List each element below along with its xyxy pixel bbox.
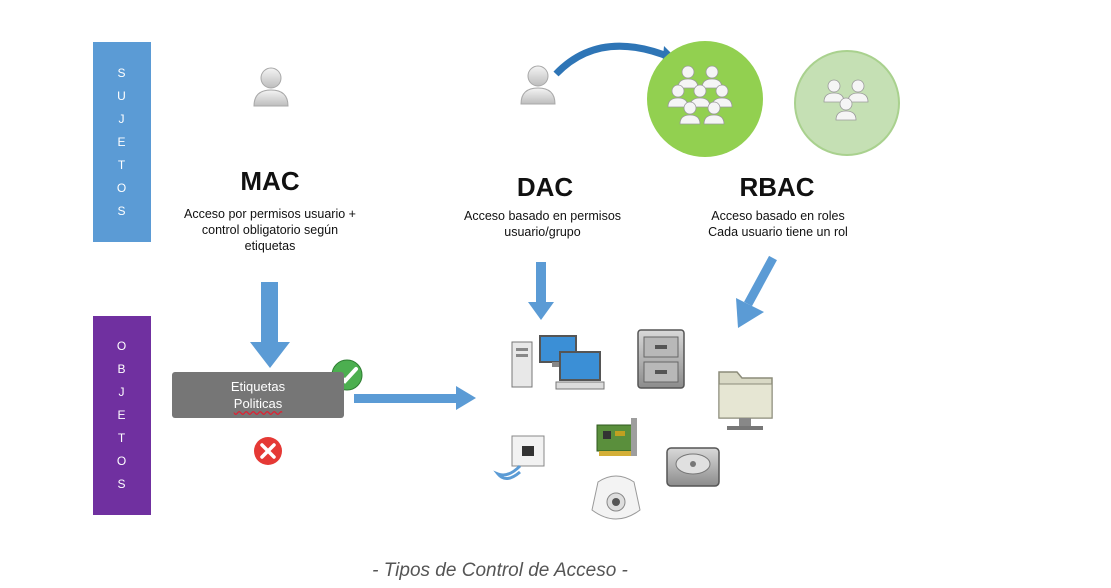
rbac-title: RBAC [739, 172, 815, 202]
dac-user-icon [520, 65, 556, 105]
politicas-label: Politicas [233, 396, 283, 411]
objetos-letter: O [116, 339, 128, 353]
file-cabinet-icon [637, 329, 685, 389]
objetos-letter: S [117, 477, 127, 491]
mac-down-arrow [250, 282, 290, 368]
etiquetas-box: Etiquetas Politicas [172, 372, 344, 418]
sujetos-bar: S U J E T O S [93, 42, 151, 242]
objetos-letter: T [117, 431, 127, 445]
rbac-description: Acceso basado en roles Cada usuario tien… [678, 208, 878, 240]
etiquetas-label: Etiquetas [230, 379, 286, 394]
hard-drive-icon [666, 447, 720, 487]
group-icon [794, 50, 900, 156]
sujetos-letter: T [117, 157, 127, 172]
rbac-diagonal-arrow [736, 255, 777, 328]
group-icon [647, 41, 763, 157]
right-arrow [354, 386, 476, 410]
sujetos-letter: E [117, 134, 127, 149]
sujetos-letter: S [117, 203, 127, 218]
sujetos-letter: U [117, 88, 127, 103]
dac-down-arrow [528, 262, 554, 320]
mac-title: MAC [240, 166, 300, 196]
caption: - Tipos de Control de Acceso - [372, 560, 628, 581]
sujetos-letter: J [118, 111, 126, 126]
mac-desc-line: Acceso por permisos usuario + [184, 207, 356, 221]
objetos-letter: J [118, 385, 126, 399]
sujetos-letter: O [116, 180, 128, 195]
server-computers-icon [511, 335, 605, 390]
dac-description: Acceso basado en permisos usuario/grupo [440, 208, 645, 240]
dac-desc-line: Acceso basado en permisos [463, 209, 622, 223]
network-port-icon [493, 435, 545, 480]
webcam-icon [591, 475, 641, 520]
objetos-letter: B [117, 362, 127, 376]
objetos-letter: E [117, 408, 127, 422]
rbac-desc-line: Cada usuario tiene un rol [708, 225, 848, 239]
rbac-desc-line: Acceso basado en roles [711, 209, 845, 223]
mac-desc-line: control obligatorio según [201, 223, 339, 237]
objetos-bar: O B J E T O S [93, 316, 151, 515]
objetos-letter: O [116, 454, 128, 468]
mac-user-icon [253, 67, 289, 107]
network-card-icon [596, 418, 637, 456]
cross-icon [254, 437, 282, 465]
dac-desc-line: usuario/grupo [504, 225, 581, 239]
mac-desc-line: etiquetas [244, 239, 296, 253]
sujetos-letter: S [117, 65, 127, 80]
folder-icon [718, 371, 773, 430]
mac-description: Acceso por permisos usuario + control ob… [160, 206, 380, 254]
dac-title: DAC [516, 172, 574, 202]
